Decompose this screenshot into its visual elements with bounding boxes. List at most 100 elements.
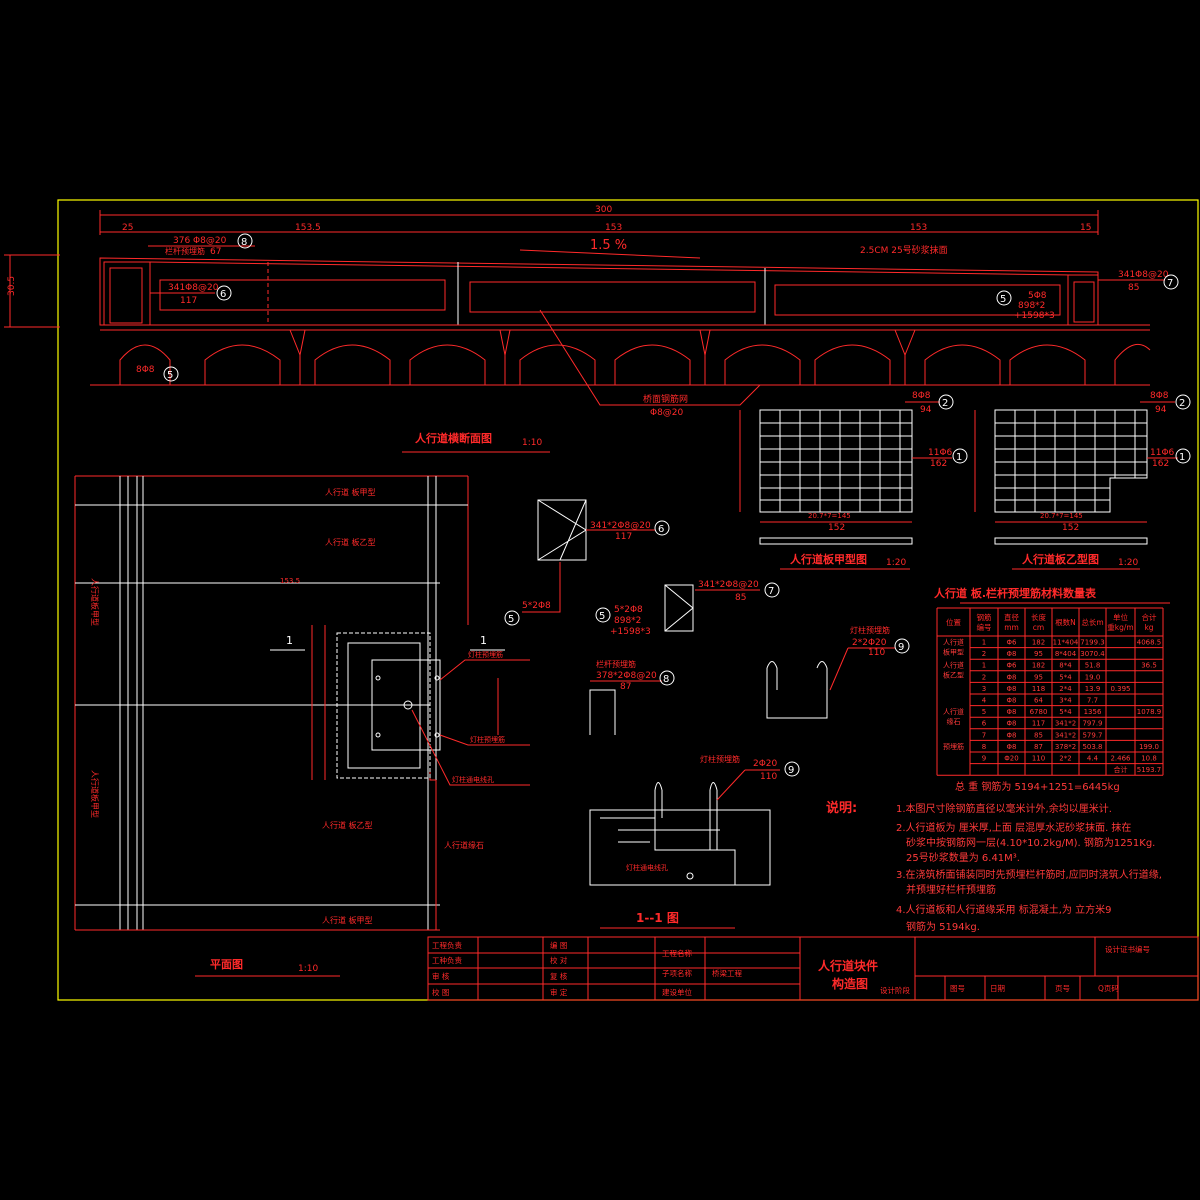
- tb-r3-c1: 审 核: [432, 971, 450, 981]
- table-cell: 合计: [1114, 765, 1128, 774]
- plan-slab-a-bottom: 人行道 板甲型: [322, 915, 373, 925]
- section-conduit: 灯柱通电线孔: [626, 863, 668, 872]
- table-cell: 5*4: [1059, 708, 1072, 716]
- tb-r1-c1: 工程负责: [432, 940, 462, 950]
- table-cell: 5: [982, 708, 986, 716]
- table-cell: 797.9: [1082, 720, 1102, 728]
- plan-view: 人行道 板甲型 人行道 板乙型 人行道 板乙型 人行道 板甲型 153.5 人行…: [74, 475, 530, 977]
- notes-heading: 说明:: [826, 800, 857, 816]
- table-cell: 341*2: [1055, 720, 1076, 728]
- table-cell: 1: [982, 639, 986, 647]
- table-cell: 36.5: [1141, 662, 1157, 670]
- note-4: 4.人行道板和人行道缘采用 标混凝土,为 立方米9: [896, 903, 1111, 916]
- table-cell: Φ8: [1007, 673, 1017, 681]
- detail-9-len: 110: [868, 648, 885, 658]
- plan-conduit: 灯柱通电线孔: [452, 775, 494, 784]
- slab-b-side-spec: 11Φ6: [1150, 448, 1175, 458]
- dim-height: 30.5: [7, 276, 17, 296]
- table-cell: Φ8: [1007, 650, 1017, 658]
- slab-b-title: 人行道板乙型图: [1022, 552, 1099, 566]
- table-cell: Φ8: [1007, 708, 1017, 716]
- slab-a-scale: 1:20: [886, 558, 906, 568]
- table-cell: 378*2: [1055, 743, 1076, 751]
- table-cell: 51.8: [1085, 662, 1101, 670]
- detail-7-len: 85: [735, 593, 746, 603]
- svg-text:1: 1: [1179, 452, 1185, 463]
- table-cell: 人行道: [943, 707, 964, 716]
- note-3: 3.在浇筑桥面铺装同时先预埋栏杆筋时,应同时浇筑人行道缘,: [896, 868, 1162, 881]
- detail-8-label: 栏杆预埋筋: [596, 659, 636, 669]
- table-cell: 2.466: [1110, 755, 1131, 763]
- table-cell: 10.8: [1141, 755, 1157, 763]
- table-cell: Φ8: [1007, 731, 1017, 739]
- table-cell: 5*4: [1059, 673, 1072, 681]
- svg-text:5: 5: [167, 370, 173, 381]
- title-block: 工程负责 编 图 工程名称 工种负责 校 对 审 核 复 核 子项名称 桥梁工程…: [427, 936, 1199, 1001]
- section-title: 1--1 图: [636, 911, 679, 925]
- slab-b-dim: 152: [1062, 523, 1079, 533]
- tb-page: 页号: [1055, 984, 1070, 993]
- table-title: 人行道 板.栏杆预埋筋材料数量表: [934, 586, 1097, 600]
- table-cell: 7199.3: [1080, 639, 1105, 647]
- detail-9b-spec: 2Φ20: [753, 759, 778, 769]
- callout-mortar: 2.5CM 25号砂浆抹面: [860, 244, 948, 256]
- callout-8-len: 67: [210, 247, 221, 257]
- dim-total: 300: [595, 205, 612, 215]
- detail-6-spec: 341*2Φ8@20: [590, 521, 651, 531]
- table-cell: 7.7: [1087, 697, 1098, 705]
- table-cell: 110: [1032, 755, 1045, 763]
- table-cell: Φ6: [1007, 639, 1018, 647]
- table-cell: 4068.5: [1137, 639, 1162, 647]
- table-header: 位置: [946, 617, 961, 627]
- table-cell: 4: [982, 697, 987, 705]
- table-cell: 缘石: [947, 717, 961, 726]
- callout-5r-c: +1598*3: [1014, 311, 1055, 321]
- table-cell: Φ8: [1007, 697, 1017, 705]
- table-cell: Φ8: [1007, 743, 1017, 751]
- plan-side-b: 人行道板甲型: [90, 770, 100, 818]
- slab-a-side-n: 162: [930, 459, 947, 469]
- tb-drawing-name-1: 人行道块件: [818, 958, 878, 973]
- table-cell: 13.9: [1085, 685, 1101, 693]
- svg-text:7: 7: [1167, 278, 1173, 289]
- callout-5r-a: 5Φ8: [1028, 291, 1047, 301]
- plan-lamp-rebar: 灯柱预埋筋: [468, 650, 503, 659]
- callout-deck-rebar-spec: Φ8@20: [650, 408, 684, 418]
- note-2c: 25号砂浆数量为 6.41M³.: [906, 851, 1020, 864]
- table-cell: 人行道: [943, 661, 964, 670]
- table-header: cm: [1033, 623, 1044, 632]
- table-cell: 117: [1032, 720, 1045, 728]
- table-cell: 118: [1032, 685, 1045, 693]
- detail-8-spec: 378*2Φ8@20: [596, 671, 657, 681]
- table-cell: 2*4: [1059, 685, 1072, 693]
- table-cell: 7: [982, 731, 986, 739]
- svg-text:8: 8: [663, 674, 669, 685]
- detail-8-len: 87: [620, 682, 631, 692]
- callout-rail-rebar: 栏杆预埋筋: [165, 246, 205, 256]
- tb-r1-c3: 编 图: [550, 940, 567, 950]
- cross-section-title: 人行道横断面图: [415, 431, 492, 445]
- tb-r4-c1: 校 图: [432, 987, 449, 997]
- table-cell: 板甲型: [943, 648, 964, 657]
- table-cell: 1356: [1084, 708, 1102, 716]
- table-cell: 85: [1034, 731, 1043, 739]
- table-header: 钢筋: [977, 612, 992, 622]
- slab-a-view: 20.7*7=145 152 8Φ8 94 2 11Φ6 162 1 人行道板甲…: [739, 391, 968, 570]
- slab-a-top-spec: 8Φ8: [912, 391, 931, 401]
- slope-label: 1.5 %: [590, 238, 627, 253]
- table-cell: 503.8: [1082, 743, 1102, 751]
- plan-title: 平面图: [210, 958, 243, 971]
- detail-7-sub-a: 5*2Φ8: [614, 605, 643, 615]
- table-cell: 1078.9: [1137, 708, 1162, 716]
- table-cell: 4.4: [1087, 755, 1099, 763]
- table-cell: Φ20: [1004, 755, 1018, 763]
- slab-b-side-n: 162: [1152, 459, 1169, 469]
- svg-text:9: 9: [788, 765, 794, 776]
- note-3b: 并预埋好栏杆预埋筋: [906, 883, 996, 896]
- slab-b-dim2: 20.7*7=145: [1040, 512, 1083, 520]
- table-header: 直径: [1004, 612, 1019, 622]
- note-4b: 钢筋为 5194kg.: [906, 920, 980, 933]
- cross-section-view: 300 25 153.5 153 153 15 30.5 1.5 %: [4, 205, 1179, 453]
